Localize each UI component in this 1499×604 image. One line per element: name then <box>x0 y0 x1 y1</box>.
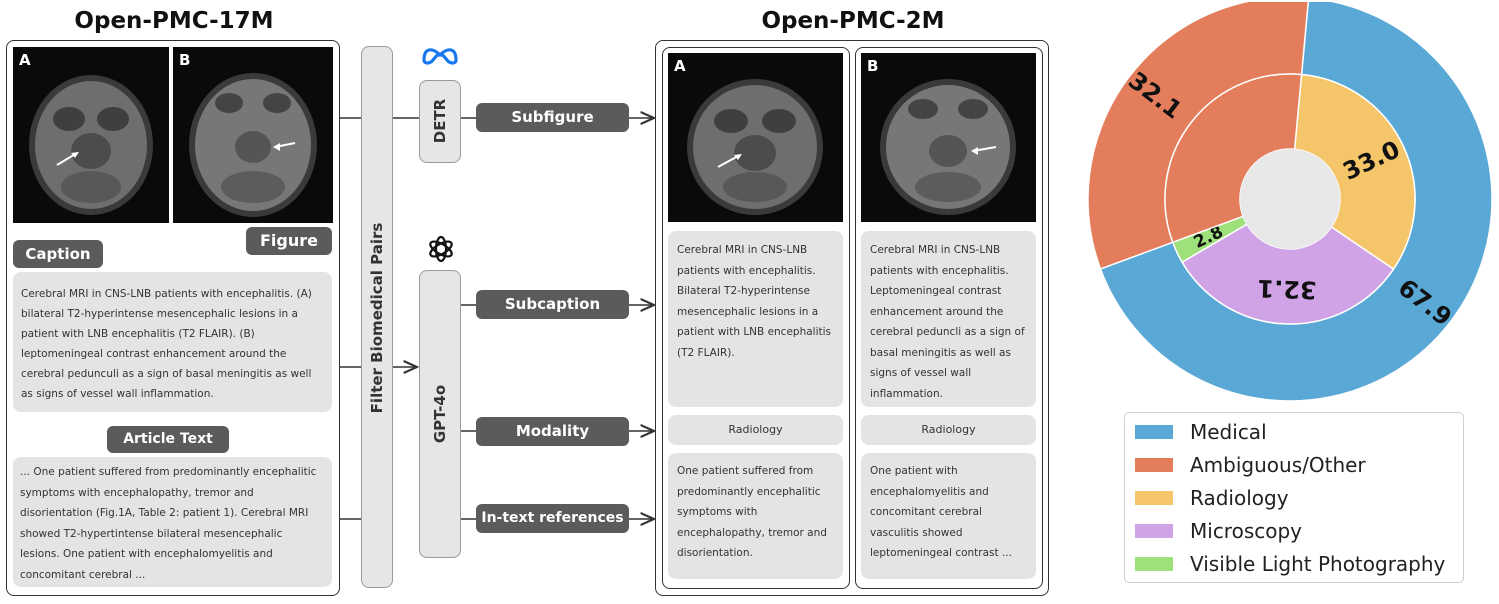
card-b-brain-graphic <box>880 79 1016 215</box>
filter-biomedical-pairs-label: Filter Biomedical Pairs <box>368 222 386 414</box>
card-a-subfigure: A <box>668 53 843 222</box>
figure-label: Figure <box>246 227 332 255</box>
card-a-reference: One patient suffered from predominantly … <box>677 465 827 559</box>
card-a-reference-box: One patient suffered from predominantly … <box>668 453 843 579</box>
source-image-b: B <box>173 47 333 223</box>
card-a-label: A <box>674 57 686 75</box>
meta-logo-icon <box>422 48 458 65</box>
output-modality: Modality <box>476 417 629 446</box>
gpt4o-model-label: GPT-4o <box>431 384 449 444</box>
card-b-subcaption-box: Cerebral MRI in CNS-LNB patients with en… <box>861 231 1036 407</box>
output-in-text-references: In-text references <box>476 504 629 533</box>
card-a-subcaption-box: Cerebral MRI in CNS-LNB patients with en… <box>668 231 843 407</box>
filter-biomedical-pairs-bar <box>361 46 393 588</box>
legend-label: Visible Light Photography <box>1190 552 1446 576</box>
output-subcaption: Subcaption <box>476 290 629 319</box>
detr-model-box <box>419 80 461 163</box>
caption-text: Cerebral MRI in CNS-LNB patients with en… <box>21 288 312 400</box>
legend-swatch <box>1135 524 1173 538</box>
legend-label: Medical <box>1190 420 1267 444</box>
modality-donut-chart: 67.932.133.032.12.8 <box>1087 2 1493 402</box>
caption-text-box: Cerebral MRI in CNS-LNB patients with en… <box>13 272 332 412</box>
legend-swatch <box>1135 557 1173 571</box>
image-b-label: B <box>179 51 191 69</box>
donut-center-hole <box>1240 149 1340 249</box>
card-a-modality: Radiology <box>728 423 783 436</box>
left-panel-title: Open-PMC-17M <box>74 8 274 34</box>
card-a-modality-box: Radiology <box>668 415 843 445</box>
article-text: ... One patient suffered from predominan… <box>20 466 317 581</box>
output-subfigure: Subfigure <box>476 103 629 132</box>
legend-label: Ambiguous/Other <box>1190 453 1366 477</box>
card-b-modality: Radiology <box>921 423 976 436</box>
legend-label: Microscopy <box>1190 519 1303 543</box>
card-b-modality-box: Radiology <box>861 415 1036 445</box>
legend-label: Radiology <box>1190 486 1289 510</box>
article-text-box: ... One patient suffered from predominan… <box>13 457 332 587</box>
card-b-reference: One patient with encephalomyelitis and c… <box>870 465 1012 559</box>
brain-mri-a-graphic <box>29 75 153 215</box>
article-text-label: Article Text <box>107 426 229 453</box>
source-image-a: A <box>13 47 169 223</box>
detr-model-label: DETR <box>431 98 449 144</box>
card-b-reference-box: One patient with encephalomyelitis and c… <box>861 453 1036 579</box>
legend-swatch <box>1135 425 1173 439</box>
brain-mri-b-graphic <box>189 73 317 217</box>
caption-label: Caption <box>13 240 103 268</box>
openai-logo-icon <box>429 235 453 263</box>
right-panel-title: Open-PMC-2M <box>761 8 945 34</box>
card-a-brain-graphic <box>687 79 823 215</box>
legend-swatch <box>1135 458 1173 472</box>
card-b-subfigure: B <box>861 53 1036 222</box>
gpt4o-model-box <box>419 270 461 558</box>
card-b-subcaption: Cerebral MRI in CNS-LNB patients with en… <box>870 244 1025 400</box>
card-a-subcaption: Cerebral MRI in CNS-LNB patients with en… <box>677 244 832 359</box>
legend-swatch <box>1135 491 1173 505</box>
inner-label-microscopy: 32.1 <box>1257 274 1317 304</box>
image-a-label: A <box>19 51 31 69</box>
card-b-label: B <box>867 57 879 75</box>
